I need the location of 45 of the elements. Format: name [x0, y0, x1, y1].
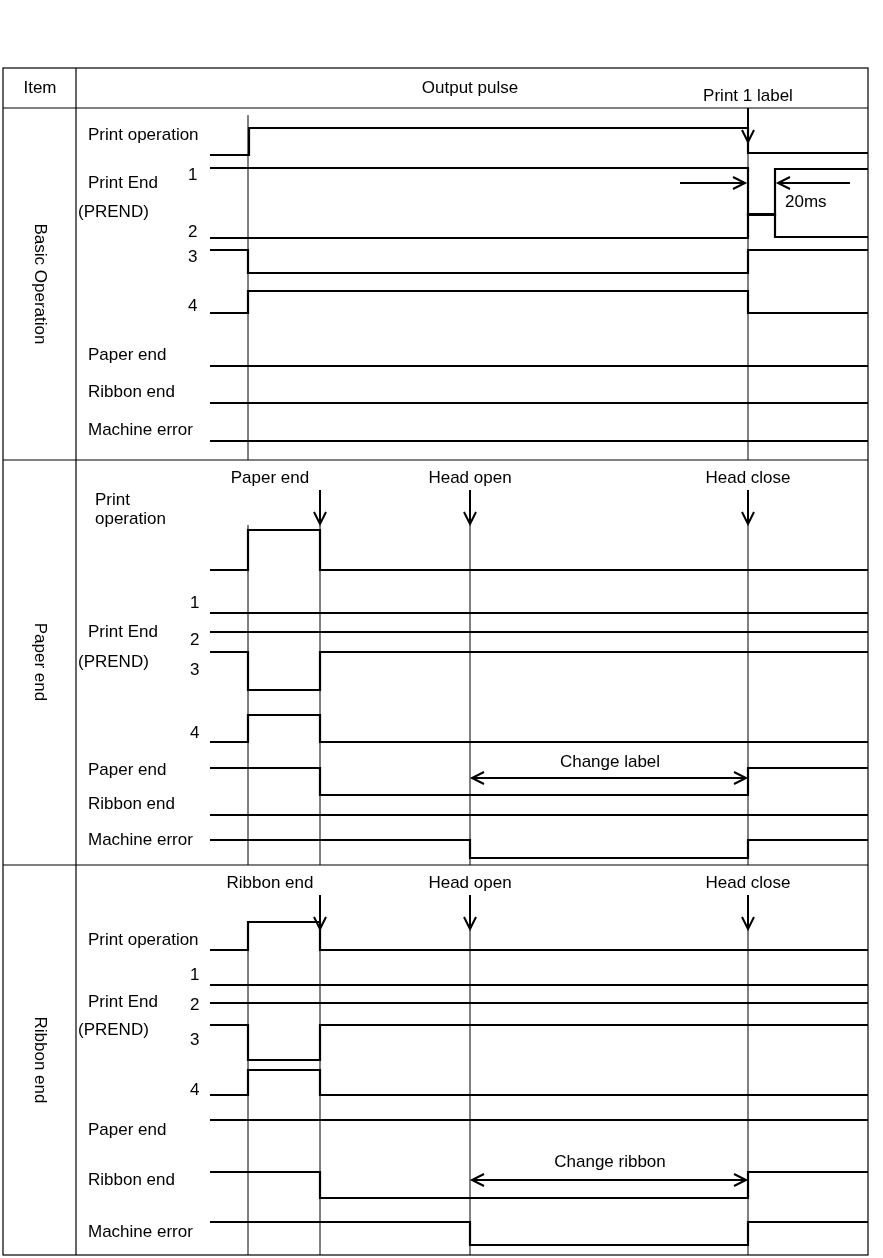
row-title: Paper end [30, 622, 50, 702]
signal-name: Print operation [88, 930, 199, 950]
column-header: Item [23, 78, 57, 98]
signal-name: Ribbon end [88, 1170, 175, 1190]
event-label: Head open [428, 468, 512, 488]
event-label: Ribbon end [226, 873, 314, 893]
channel-number: 1 [190, 593, 200, 613]
channel-number: 2 [190, 995, 200, 1015]
event-label: Print 1 label [703, 86, 793, 106]
channel-number: 3 [190, 1030, 200, 1050]
channel-number: 4 [190, 1080, 200, 1100]
channel-number: 3 [190, 660, 200, 680]
signal-name: Print operation [95, 491, 167, 529]
channel-number: 2 [190, 630, 200, 650]
span-label: Change ribbon [554, 1152, 666, 1172]
event-label: Head close [705, 873, 791, 893]
channel-number: 1 [188, 165, 198, 185]
signal-name: Print End [88, 173, 158, 193]
duration-label: 20ms [785, 192, 827, 212]
signal-name: Paper end [88, 345, 167, 365]
channel-number: 4 [190, 723, 200, 743]
signal-name: Print operation [88, 125, 199, 145]
event-label: Head close [705, 468, 791, 488]
signal-name: (PREND) [78, 652, 149, 672]
event-label: Head open [428, 873, 512, 893]
signal-name: Ribbon end [88, 382, 175, 402]
channel-number: 3 [188, 247, 198, 267]
signal-name: Ribbon end [88, 794, 175, 814]
signal-name: Print End [88, 992, 158, 1012]
signal-name: Paper end [88, 1120, 167, 1140]
signal-name: Paper end [88, 760, 167, 780]
span-label: Change label [559, 752, 661, 772]
channel-number: 1 [190, 965, 200, 985]
column-header: Output pulse [421, 78, 519, 98]
event-label: Paper end [230, 468, 310, 488]
signal-name: (PREND) [78, 202, 149, 222]
signal-name: Print End [88, 622, 158, 642]
row-title: Ribbon end [30, 1016, 50, 1104]
channel-number: 2 [188, 222, 198, 242]
signal-name: Machine error [88, 830, 193, 850]
signal-name: Machine error [88, 420, 193, 440]
signal-name: (PREND) [78, 1020, 149, 1040]
signal-name: Machine error [88, 1222, 193, 1242]
channel-number: 4 [188, 296, 198, 316]
row-title: Basic Operation [30, 223, 50, 345]
